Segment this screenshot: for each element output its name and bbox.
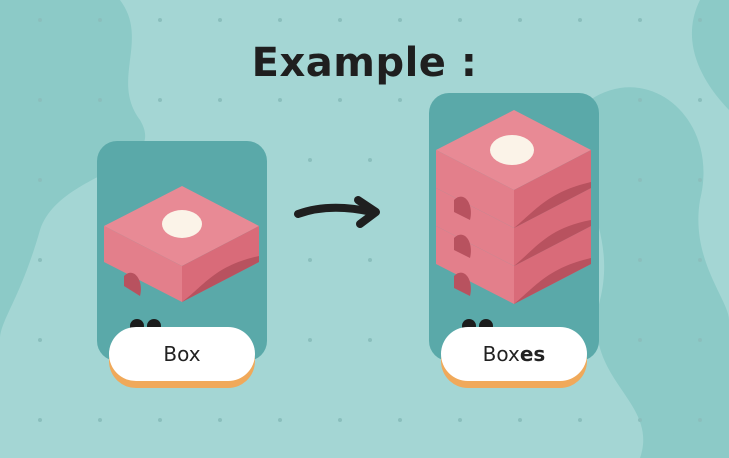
page-title: Example : (251, 40, 478, 86)
arrow-icon (294, 196, 380, 228)
box-illustration (104, 186, 259, 302)
singular-word: Box (163, 342, 201, 366)
plural-label: Boxes (441, 327, 587, 381)
singular-label: Box (109, 327, 255, 381)
plural-word-base: Box (482, 342, 520, 366)
stacked-boxes-illustration (436, 110, 591, 304)
plural-suffix: es (519, 342, 546, 366)
